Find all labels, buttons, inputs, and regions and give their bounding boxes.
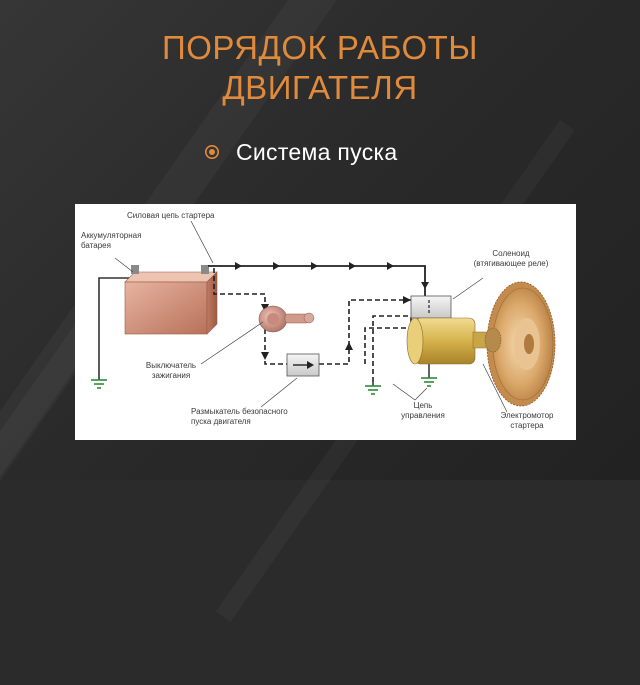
label-battery-line-1: Аккумуляторная [81,231,141,240]
starter-power-circuit-wire [208,262,429,298]
label-leader-lines [114,220,508,413]
motor-ground [421,364,437,387]
bullet-text: Система пуска [236,138,398,165]
slide-title-line-2: ДВИГАТЕЛЯ [222,69,418,106]
bullet-circle-icon [205,145,219,159]
label-solenoid-line-1: Соленоид [492,249,530,258]
slide-title-line-1: ПОРЯДОК РАБОТЫ [161,29,479,66]
label-battery-line-2: батарея [81,241,111,250]
flywheel-gear [484,281,556,407]
battery-ground-wire [91,277,133,389]
label-ignition-line-2: зажигания [152,371,190,380]
label-safety-line-1: Размыкатель безопасного [191,407,288,416]
label-control-line-1: Цепь [414,401,433,410]
bullet-item: Система пуска [204,136,397,168]
label-motor-line-1: Электромотор [501,411,555,420]
diagram-canvas: Силовая цепь стартера Аккумуляторная бат… [81,211,556,430]
safety-switch [286,353,320,377]
slide-title: ПОРЯДОК РАБОТЫ ДВИГАТЕЛЯ [80,28,560,108]
label-starter-power-circuit: Силовая цепь стартера [127,211,215,220]
solenoid [410,295,452,319]
control-ground [365,382,381,395]
label-solenoid-line-2: (втягивающее реле) [474,259,549,268]
label-control-line-2: управления [401,411,445,420]
starting-system-diagram: Силовая цепь стартера Аккумуляторная бат… [75,204,576,440]
ignition-switch [258,305,315,333]
label-safety-line-2: пуска двигателя [191,417,251,426]
battery [124,265,218,335]
label-motor-line-2: стартера [510,421,544,430]
label-ignition-line-1: Выключатель [146,361,196,370]
